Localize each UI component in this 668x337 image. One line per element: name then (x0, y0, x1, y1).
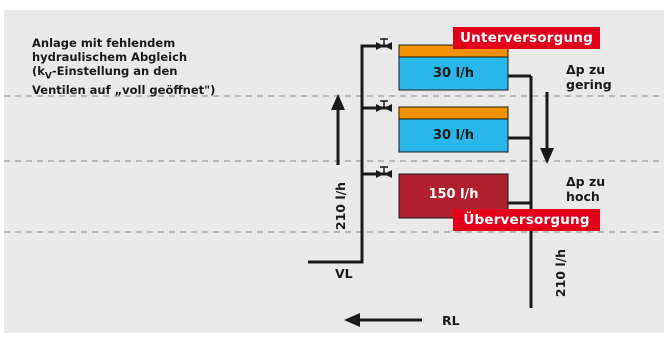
caption-kv-suffix: -Einstellung an den (51, 64, 178, 78)
radiator-1-flow: 30 l/h (432, 66, 475, 81)
radiator-2 (398, 106, 509, 153)
caption-kv-sub: V (44, 71, 52, 82)
caption-line-3: (kV-Einstellung an den (32, 64, 272, 83)
radiator-1 (398, 44, 509, 91)
dp-too-low-note: Δp zu gering (566, 62, 612, 92)
caption-line-4: Ventilen auf „voll geöffnet") (32, 83, 216, 98)
caption-line-1: Anlage mit fehlendem (32, 36, 176, 50)
arrow-up-icon (331, 94, 345, 165)
return-label: RL (442, 313, 460, 328)
dp-too-high-line-1: Δp zu (566, 174, 606, 189)
valve-icon (376, 100, 392, 112)
background-panel (4, 10, 664, 333)
return-flow-label: 210 l/h (553, 248, 568, 298)
diagram-caption: Anlage mit fehlendem hydraulischem Abgle… (32, 36, 272, 97)
supply-flow-label: 210 l/h (333, 181, 348, 231)
dp-too-high-line-2: hoch (566, 189, 600, 204)
dp-too-low-line-2: gering (566, 77, 612, 92)
oversupply-banner: Überversorgung (453, 209, 600, 231)
arrow-left-icon (344, 313, 422, 327)
arrow-down-icon (540, 92, 554, 164)
radiator-3-flow: 150 l/h (428, 187, 479, 202)
caption-line-2: hydraulischem Abgleich (32, 50, 188, 64)
undersupply-banner: Unterversorgung (453, 27, 600, 49)
radiator-2-flow: 30 l/h (432, 128, 475, 143)
caption-kv-prefix: (k (32, 64, 45, 78)
valve-icon (376, 38, 392, 50)
supply-label: VL (335, 266, 353, 281)
supply-pipe (308, 44, 388, 264)
valve-icon (376, 166, 392, 178)
dp-too-high-note: Δp zu hoch (566, 174, 605, 204)
dp-too-low-line-1: Δp zu (566, 62, 606, 77)
